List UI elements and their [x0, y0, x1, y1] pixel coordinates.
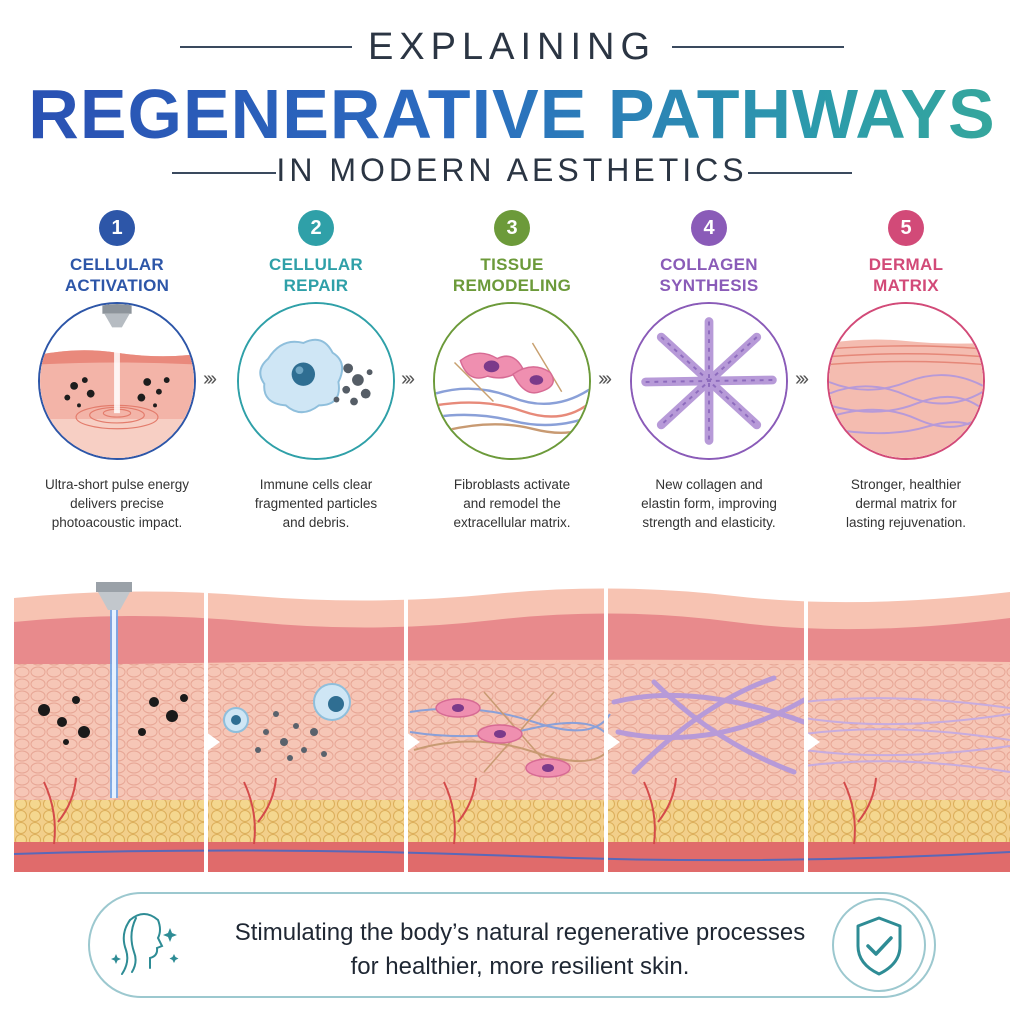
- step-desc-line: delivers precise: [70, 496, 164, 511]
- shield-check-icon: [832, 898, 926, 992]
- footer-line: for healthier, more resilient skin.: [350, 953, 690, 980]
- step-description: Stronger, healthier dermal matrix for la…: [806, 475, 1006, 532]
- step-title-line: REPAIR: [283, 276, 349, 295]
- step-title-line: CELLULAR: [269, 255, 363, 274]
- footer-line: Stimulating the body’s natural regenerat…: [234, 919, 806, 946]
- step-title: CELLULAR REPAIR: [216, 254, 416, 296]
- step-desc-line: extracellular matrix.: [453, 515, 571, 530]
- step-desc-line: photoacoustic impact.: [51, 515, 183, 530]
- step-title: CELLULAR ACTIVATION: [17, 254, 217, 296]
- footer-message: Stimulating the body’s natural regenerat…: [220, 916, 820, 984]
- pre-title: EXPLAINING: [367, 26, 657, 68]
- chevron-right-icon: ›››: [203, 368, 217, 390]
- step-title-line: REMODELING: [452, 276, 572, 295]
- step-title-line: COLLAGEN: [660, 255, 758, 274]
- step-desc-line: elastin form, improving: [641, 496, 777, 511]
- dermal-matrix-illustration: [827, 302, 985, 460]
- step-desc-line: New collagen and: [655, 477, 763, 492]
- step-desc-line: Ultra-short pulse energy: [44, 477, 190, 492]
- step-desc-line: fragmented particles: [254, 496, 378, 511]
- step-number: 1: [99, 210, 135, 246]
- step-description: Fibroblasts activate and remodel the ext…: [412, 475, 612, 532]
- step-desc-line: and remodel the: [463, 496, 561, 511]
- laser-illustration: [38, 302, 196, 460]
- immune-cell-illustration: [237, 302, 395, 460]
- step-description: Ultra-short pulse energy delivers precis…: [17, 475, 217, 532]
- step-title: TISSUE REMODELING: [412, 254, 612, 296]
- fibroblast-illustration: [433, 302, 591, 460]
- step-desc-line: Immune cells clear: [259, 477, 373, 492]
- chevron-right-icon: ›››: [598, 368, 612, 390]
- footer-banner: Stimulating the body’s natural regenerat…: [88, 892, 936, 998]
- step-number: 4: [691, 210, 727, 246]
- step-title-line: ACTIVATION: [64, 276, 170, 295]
- chevron-right-icon: ›››: [795, 368, 809, 390]
- subtitle: IN MODERN AESTHETICS: [276, 152, 748, 188]
- step-title-line: TISSUE: [480, 255, 544, 274]
- face-profile-icon: [100, 900, 190, 990]
- step-title-line: DERMAL: [868, 255, 944, 274]
- collagen-illustration: [630, 302, 788, 460]
- step-desc-line: and debris.: [282, 515, 350, 530]
- step-number: 5: [888, 210, 924, 246]
- step-number: 2: [298, 210, 334, 246]
- subtitle-rule-right: [748, 172, 852, 174]
- chevron-right-icon: ›››: [401, 368, 415, 390]
- step-number: 3: [494, 210, 530, 246]
- page-title: REGENERATIVE PATHWAYS: [0, 74, 1024, 154]
- step-title-line: MATRIX: [873, 276, 939, 295]
- subtitle-rule-left: [172, 172, 276, 174]
- step-title: DERMAL MATRIX: [806, 254, 1006, 296]
- header-rule-left: [180, 46, 352, 48]
- step-description: New collagen and elastin form, improving…: [609, 475, 809, 532]
- step-desc-line: lasting rejuvenation.: [845, 515, 967, 530]
- step-desc-line: strength and elasticity.: [642, 515, 776, 530]
- step-desc-line: dermal matrix for: [855, 496, 957, 511]
- step-title-line: SYNTHESIS: [659, 276, 759, 295]
- skin-cross-section-panels: [13, 572, 1011, 872]
- step-desc-line: Fibroblasts activate: [453, 477, 571, 492]
- step-description: Immune cells clear fragmented particles …: [216, 475, 416, 532]
- step-title: COLLAGEN SYNTHESIS: [609, 254, 809, 296]
- header-rule-right: [672, 46, 844, 48]
- step-title-line: CELLULAR: [70, 255, 164, 274]
- step-desc-line: Stronger, healthier: [850, 477, 962, 492]
